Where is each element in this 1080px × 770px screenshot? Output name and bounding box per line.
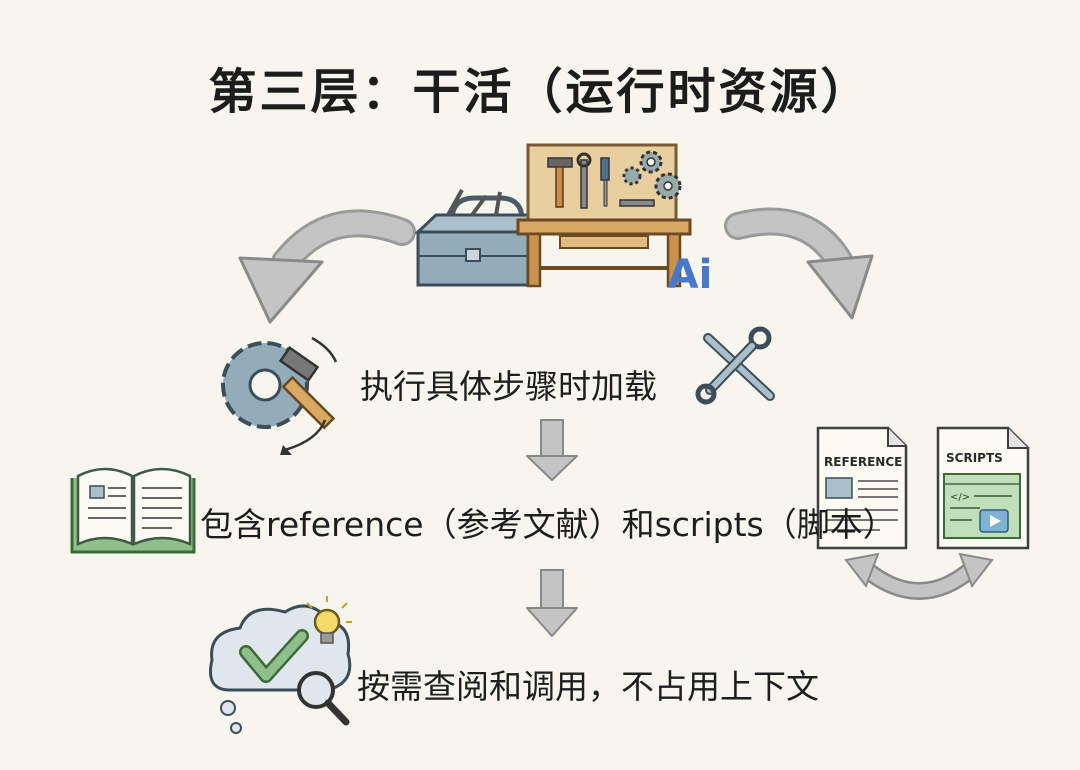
workbench-icon [516, 143, 692, 288]
scripts-document-icon: SCRIPTS </> [936, 426, 1030, 550]
magnifier-icon [297, 671, 350, 726]
reference-doc-label: REFERENCE [824, 455, 902, 469]
toolbox-icon [414, 189, 530, 287]
reference-document-icon: REFERENCE [816, 426, 908, 550]
curved-arrow-left [238, 209, 416, 324]
down-arrow-1 [526, 419, 578, 481]
curved-arrow-right [724, 207, 874, 320]
step-1-text: 执行具体步骤时加载 [360, 367, 657, 406]
step-3-text: 按需查阅和调用，不占用上下文 [357, 667, 819, 706]
lightbulb-icon [306, 596, 352, 644]
wrench-screwdriver-icon [695, 326, 775, 405]
ai-logo: Ai [668, 252, 713, 298]
swap-arrow-icon [844, 552, 994, 600]
scripts-doc-label: SCRIPTS [946, 451, 1003, 465]
page-title: 第三层：干活（运行时资源） [208, 64, 872, 120]
open-book-icon [70, 467, 196, 554]
gear-hammer-icon [221, 336, 338, 455]
step-2-text: 包含reference（参考文献）和scripts（脚本） [200, 505, 896, 544]
down-arrow-2 [526, 569, 578, 637]
code-tag: </> [950, 492, 970, 503]
